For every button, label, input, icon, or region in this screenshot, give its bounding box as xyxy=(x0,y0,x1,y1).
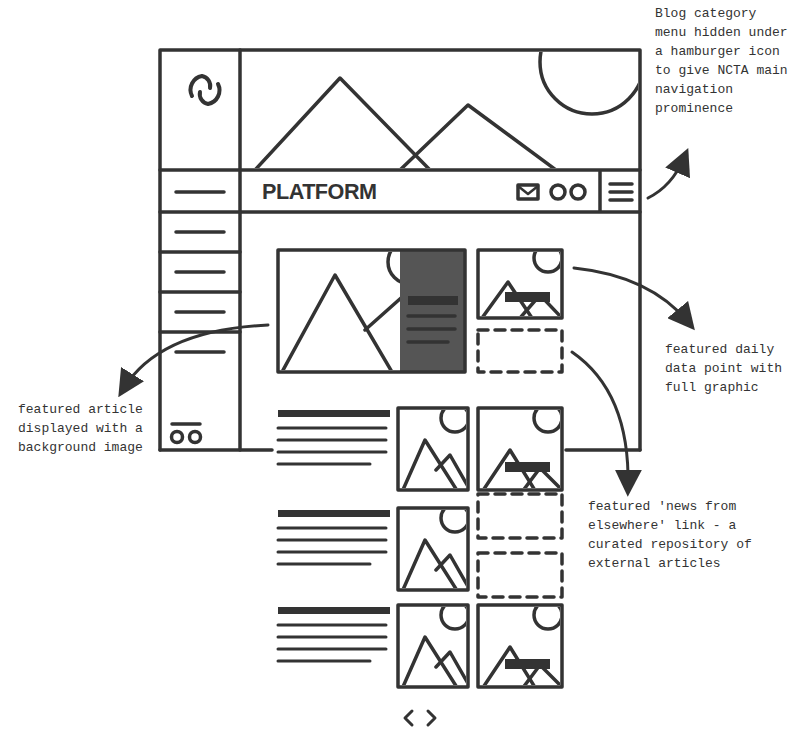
data-point-note: featured daily data point with full grap… xyxy=(665,340,795,397)
news-elsewhere-note: featured 'news from elsewhere' link - a … xyxy=(588,497,768,573)
hamburger-menu-note: Blog category menu hidden under a hambur… xyxy=(655,4,793,118)
site-name: PLATFORM xyxy=(262,179,518,205)
nav-bar: PLATFORM xyxy=(242,174,518,210)
featured-article-note: featured article displayed with a backgr… xyxy=(18,400,152,457)
